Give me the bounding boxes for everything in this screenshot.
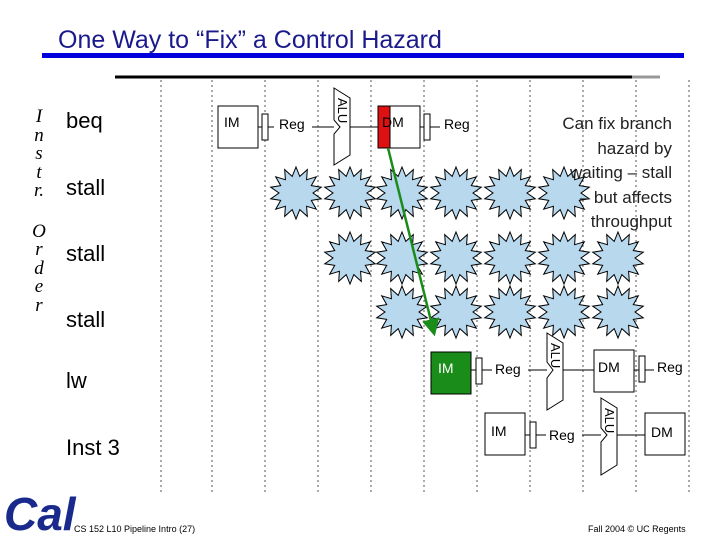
cal-logo: Cal <box>4 488 77 540</box>
stall-bubble <box>429 230 483 286</box>
stage-dm-label: DM <box>382 114 404 130</box>
order-letter: s <box>35 143 43 164</box>
stage-alu-shape <box>600 397 618 476</box>
stage-alu-label: ALU <box>335 98 350 123</box>
stall-bubble <box>591 230 645 286</box>
instr-label-lw: lw <box>66 368 87 393</box>
stall-bubble <box>375 230 429 286</box>
stall-bubble <box>483 230 537 286</box>
stage-reg-label: Reg <box>279 116 305 132</box>
instr-label-inst3: Inst 3 <box>66 435 120 460</box>
stage-alu-shape <box>546 332 564 411</box>
stage-alu-shape <box>333 87 351 166</box>
stall-bubble <box>429 284 483 340</box>
stage-im-label: IM <box>491 423 507 439</box>
pipeline-register <box>261 113 269 141</box>
stall-bubble <box>483 284 537 340</box>
stall-bubble <box>591 284 645 340</box>
branch-resolve-arrow <box>386 147 440 337</box>
order-letter: e <box>34 276 44 297</box>
stall-bubble <box>375 165 429 221</box>
stage-reg-writeback-label: Reg <box>657 359 683 375</box>
stage-reg-label: Reg <box>495 361 521 377</box>
footer-left: CS 152 L10 Pipeline Intro (27) <box>74 524 196 534</box>
stage-im-label: IM <box>438 360 454 376</box>
title-underline <box>42 53 684 58</box>
annotation-note: Can fix branch hazard by waiting – stall… <box>562 114 672 231</box>
order-letter: d <box>34 257 44 279</box>
stage-dm-label: DM <box>651 424 673 440</box>
stall-bubble <box>537 284 591 340</box>
order-letter: n <box>34 124 44 146</box>
order-letter: r <box>35 294 43 316</box>
stall-bubble <box>537 230 591 286</box>
stall-bubble <box>537 165 591 221</box>
stage-alu-label: ALU <box>602 408 617 433</box>
stage-alu-label: ALU <box>548 343 563 368</box>
stall-bubble <box>375 284 429 340</box>
stage-im-box-highlight <box>430 351 472 395</box>
instr-label-beq: beq <box>66 108 103 133</box>
pipeline-row-beq: IM Reg ALU DM Reg <box>217 87 470 166</box>
stage-reg-writeback-label: Reg <box>444 116 470 132</box>
stage-im-label: IM <box>224 114 240 130</box>
order-letter: r <box>35 239 43 260</box>
stall-bubble <box>429 165 483 221</box>
stage-im-box <box>484 412 526 456</box>
stall-bubble <box>269 165 323 221</box>
stage-dm-label: DM <box>598 359 620 375</box>
pipeline-row-inst3: IM Reg ALU DM <box>484 397 686 476</box>
footer-right: Fall 2004 © UC Regents <box>588 524 686 534</box>
instr-label-stall-1: stall <box>66 175 106 200</box>
order-letter: I <box>35 106 43 127</box>
stage-reg-label: Reg <box>549 427 575 443</box>
order-letter: O <box>32 220 46 242</box>
stall-bubble <box>483 165 537 221</box>
order-letter: t <box>36 161 42 183</box>
pipeline-row-lw: IM Reg ALU DM Reg <box>430 332 683 411</box>
stall-bubble <box>323 165 377 221</box>
stall-bubbles <box>269 165 645 340</box>
instr-label-stall-3: stall <box>66 307 106 332</box>
order-letter: r. <box>33 180 45 201</box>
stage-im-box <box>217 105 259 149</box>
stall-bubble <box>323 230 377 286</box>
instr-label-stall-2: stall <box>66 241 106 266</box>
slide-title: One Way to “Fix” a Control Hazard <box>58 26 442 54</box>
